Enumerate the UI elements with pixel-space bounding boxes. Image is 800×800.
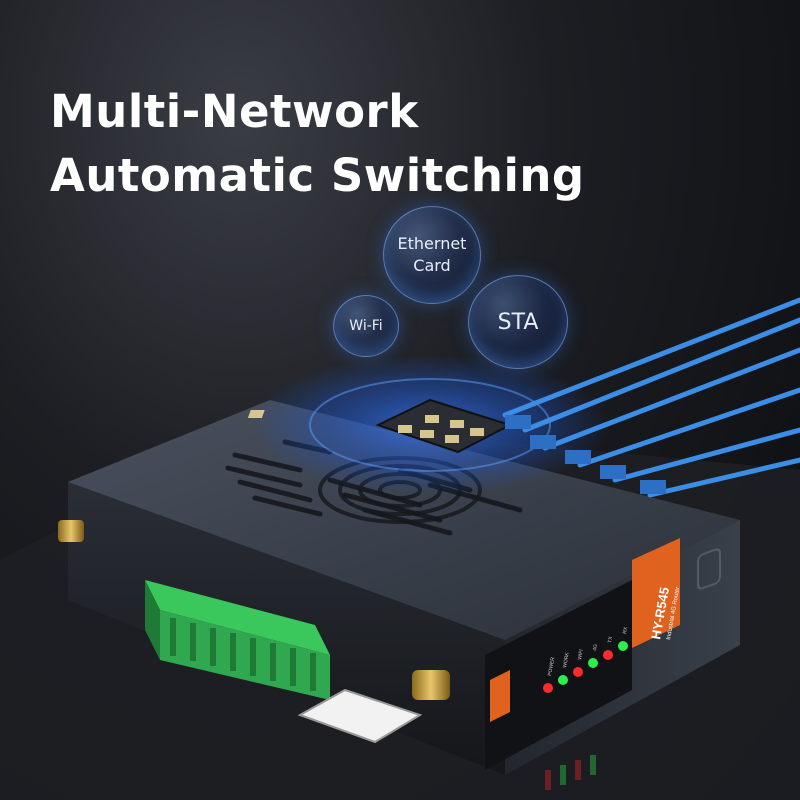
headline: Multi-Network Automatic Switching — [50, 80, 585, 208]
sim-card — [297, 688, 423, 744]
bubble-sta: STA — [468, 275, 568, 369]
bubble-sta-label: STA — [497, 309, 539, 335]
bubble-wifi: Wi-Fi — [333, 295, 399, 357]
status-panel — [485, 580, 632, 770]
label-strip — [632, 538, 680, 648]
indicator-label: POWER — [547, 656, 556, 676]
led-tx — [603, 650, 613, 660]
signal-ring — [309, 378, 551, 472]
brand-logo — [490, 670, 510, 722]
led-rx — [618, 641, 628, 651]
indicator-label: 4G — [592, 644, 599, 652]
headline-line-1: Multi-Network — [50, 85, 419, 138]
indicator-label: TX — [607, 635, 614, 643]
led-work — [558, 675, 568, 685]
headline-line-2: Automatic Switching — [50, 149, 585, 202]
antenna-connector-front — [412, 670, 450, 700]
indicator-leds — [543, 641, 628, 693]
reset-button — [697, 548, 721, 590]
indicator-label: WORK — [562, 651, 571, 668]
antenna-connector-left — [58, 520, 84, 542]
led-wifi — [573, 667, 583, 677]
led-reflections — [545, 755, 596, 790]
indicator-label: WIFI — [577, 649, 585, 660]
bubble-ethernet-line-1: Ethernet — [397, 234, 467, 253]
bubble-ethernet-card: Ethernet Card — [383, 206, 481, 304]
indicator-labels: POWER WORK WIFI 4G TX RX — [547, 626, 629, 677]
indicator-label: RX — [622, 626, 629, 635]
network-cables — [502, 297, 800, 498]
terminal-block — [145, 580, 330, 700]
led-4g — [588, 658, 598, 668]
bubble-ethernet-line-2: Card — [413, 256, 451, 275]
led-power — [543, 683, 553, 693]
cable-connectors — [505, 415, 666, 494]
bubble-wifi-label: Wi-Fi — [349, 318, 383, 334]
